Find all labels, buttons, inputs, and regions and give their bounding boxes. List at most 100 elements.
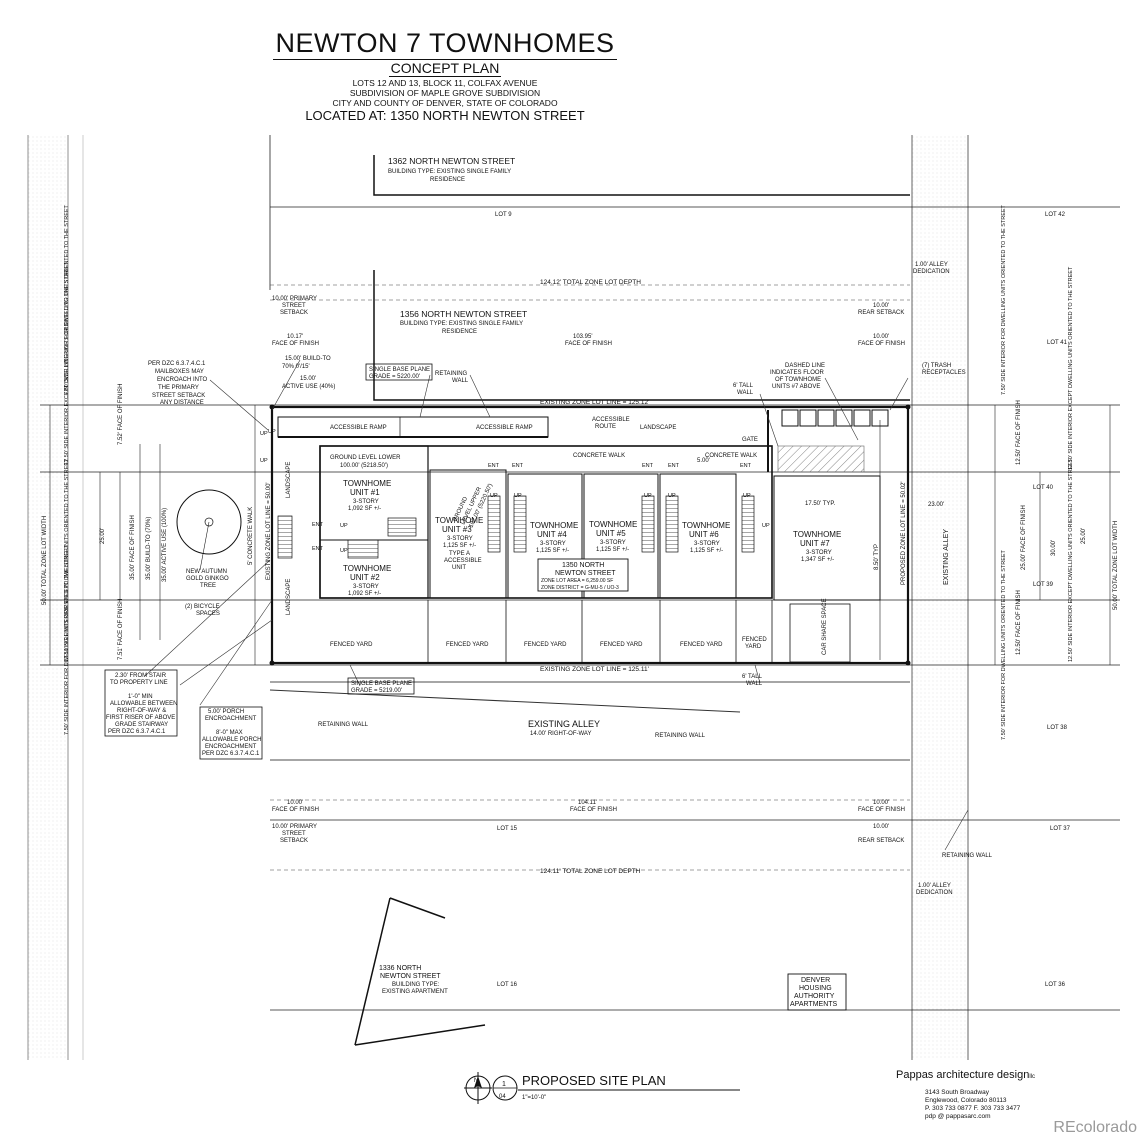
neighbor-building-1356 xyxy=(373,270,910,401)
dzc-note-6: ANY DISTANCE xyxy=(160,400,204,406)
primary-setback-top-3: SETBACK xyxy=(280,310,308,316)
site-district: ZONE DISTRICT = G-MU-5 / UO-3 xyxy=(541,585,619,591)
gate-label: GATE xyxy=(742,437,758,443)
typ-1750: 17.50' TYP. xyxy=(805,501,836,507)
neighbor-1362-address: 1362 NORTH NEWTON STREET xyxy=(388,156,515,166)
firm-name: Pappas architecture designllc xyxy=(896,1069,1035,1081)
wall-6-top-2: WALL xyxy=(737,390,754,396)
total-depth-bottom: 124.11' TOTAL ZONE LOT DEPTH xyxy=(540,868,641,875)
ginkgo-label-3: TREE xyxy=(200,583,216,589)
neighbor-1362-type: BUILDING TYPE: EXISTING SINGLE FAMILY xyxy=(388,169,511,175)
up-label: UP xyxy=(340,548,348,554)
build-to-70: 35.00' BUILD-TO (70%) xyxy=(146,517,152,580)
existing-alley: EXISTING ALLEY xyxy=(528,719,600,729)
drawing-title: PROPOSED SITE PLAN xyxy=(522,1073,666,1088)
ginkgo-label-1: NEW AUTUMN xyxy=(186,569,227,575)
porch-note-5: ENCROACHMENT xyxy=(205,744,257,750)
wall-6-bottom: 6' TALL xyxy=(742,674,763,680)
unit-1-2-block xyxy=(319,445,429,599)
unit-7-area: 1,347 SF +/- xyxy=(801,557,834,563)
up-label: UP xyxy=(490,493,498,499)
build-to-15: 15.00' BUILD-TO xyxy=(285,356,331,362)
face-751: 7.51' FACE OF FINISH xyxy=(118,599,124,661)
retaining-wall-top: RETAINING xyxy=(435,371,468,377)
ginkgo-label-2: GOLD GINKGO xyxy=(186,576,229,582)
dha-label-3: AUTHORITY xyxy=(794,993,835,1000)
lot-15-label: LOT 15 xyxy=(497,826,518,832)
unit-7-name: TOWNHOME xyxy=(793,530,841,539)
fenced-yard-1: FENCED YARD xyxy=(330,642,373,648)
min-note-5: GRADE STAIRWAY xyxy=(115,722,168,728)
unit-3-stories: 3-STORY xyxy=(447,536,473,542)
retaining-wall-right: RETAINING WALL xyxy=(942,853,993,859)
plan-title: NEWTON 7 TOWNHOMES xyxy=(273,28,617,60)
up-label: UP xyxy=(260,431,268,437)
side-1250-top-right: 12.50' SIDE INTERIOR EXCEPT DWELLING UNI… xyxy=(1068,266,1074,470)
ent-label: ENT xyxy=(512,463,524,469)
ent-label: ENT xyxy=(488,463,500,469)
dzc-note-4: THE PRIMARY xyxy=(158,385,199,391)
wall-6-bottom-2: WALL xyxy=(746,681,763,687)
rear-setback-bottom: 10.00' xyxy=(873,824,889,830)
plan-subtitle: CONCEPT PLAN xyxy=(388,60,502,77)
fenced-yard-4: FENCED YARD xyxy=(524,642,567,648)
fenced-yard-6: FENCED YARD xyxy=(680,642,723,648)
primary-setback-bottom-2: STREET xyxy=(282,831,306,837)
alley-row: 14.00' RIGHT-OF-WAY xyxy=(530,731,592,737)
active-use-100: 35.00' ACTIVE USE (100%) xyxy=(162,508,168,582)
face-1250r: 12.50' FACE OF FINISH xyxy=(1016,400,1022,465)
alley-strip xyxy=(912,135,968,1060)
up-label: UP xyxy=(514,493,522,499)
active-use-15-2: ACTIVE USE (40%) xyxy=(282,384,335,390)
legal-description: LOTS 12 AND 13, BLOCK 11, COLFAX AVENUE … xyxy=(332,78,558,108)
porch-note-3: 8'-0" MAX xyxy=(216,730,243,736)
lot-9-label: LOT 9 xyxy=(495,212,512,218)
active-use-15: 15.00' xyxy=(300,376,316,382)
ground-lower-2: 100.00' (5218.50') xyxy=(340,463,388,469)
trash-note-2: RECEPTACLES xyxy=(922,370,966,376)
landscape-top: LANDSCAPE xyxy=(640,425,676,431)
face-rear-top-2: FACE OF FINISH xyxy=(858,341,905,347)
car-share-space xyxy=(789,603,851,663)
dha-label-1: DENVER xyxy=(801,977,830,984)
north-arrow-icon xyxy=(464,1072,492,1104)
rear-setback-top-2: REAR SETBACK xyxy=(858,310,904,316)
fenced-yard-3: FENCED YARD xyxy=(446,642,489,648)
accessible-ramp-1: ACCESSIBLE RAMP xyxy=(330,425,387,431)
concrete-walk-1: CONCRETE WALK xyxy=(573,453,625,459)
unit-6-num: UNIT #6 xyxy=(689,530,719,539)
existing-alley-vertical: EXISTING ALLEY xyxy=(943,529,950,585)
build-to-15-2: 70% 0'/15' xyxy=(282,364,310,370)
up-label: UP xyxy=(340,523,348,529)
wall-6-top: 6' TALL xyxy=(733,383,754,389)
existing-zone-line-top: EXISTING ZONE LOT LINE = 125.12' xyxy=(540,399,649,406)
face-bot-right-2: FACE OF FINISH xyxy=(858,807,905,813)
base-plane-bottom: SINGLE BASE PLANE xyxy=(351,681,412,687)
site-area: ZONE LOT AREA = 6,259.00 SF xyxy=(541,578,613,584)
dashed-note-4: UNITS #7 ABOVE xyxy=(772,384,820,390)
up-label: UP xyxy=(668,493,676,499)
neighbor-1336-type-1: BUILDING TYPE: xyxy=(392,982,440,988)
primary-setback-bottom-3: SETBACK xyxy=(280,838,308,844)
dashed-note-3: OF TOWNHOME xyxy=(775,377,821,383)
site-info-box xyxy=(537,558,629,592)
dzc-note-3: ENCROACH INTO xyxy=(157,377,208,383)
sheet-callout-icon xyxy=(492,1075,518,1101)
total-depth-top: 124.12' TOTAL ZONE LOT DEPTH xyxy=(540,279,641,286)
existing-lot-width-left: EXISTING ZONE LOT LINE = 50.00' xyxy=(266,482,272,580)
unit-4-name: TOWNHOME xyxy=(530,521,578,530)
neighbor-1356-address: 1356 NORTH NEWTON STREET xyxy=(400,309,527,319)
concrete-walk-vertical: 5' CONCRETE WALK xyxy=(248,507,254,565)
accessible-route-2: ROUTE xyxy=(595,424,616,430)
face-bot-left: 10.00' xyxy=(287,800,303,806)
unit-3-area: 1,125 SF +/- xyxy=(443,543,476,549)
unit-7-num: UNIT #7 xyxy=(800,539,830,548)
bicycle-label-1: (2) BICYCLE xyxy=(185,604,220,610)
ent-label: ENT xyxy=(668,463,680,469)
lot-16-label: LOT 16 xyxy=(497,982,518,988)
site-address-2: NEWTON STREET xyxy=(555,570,616,577)
dashed-note-2: INDICATES FLOOR xyxy=(770,370,825,376)
unit-1-area: 1,092 SF +/- xyxy=(348,506,381,512)
unit-2-name: TOWNHOME xyxy=(343,564,391,573)
